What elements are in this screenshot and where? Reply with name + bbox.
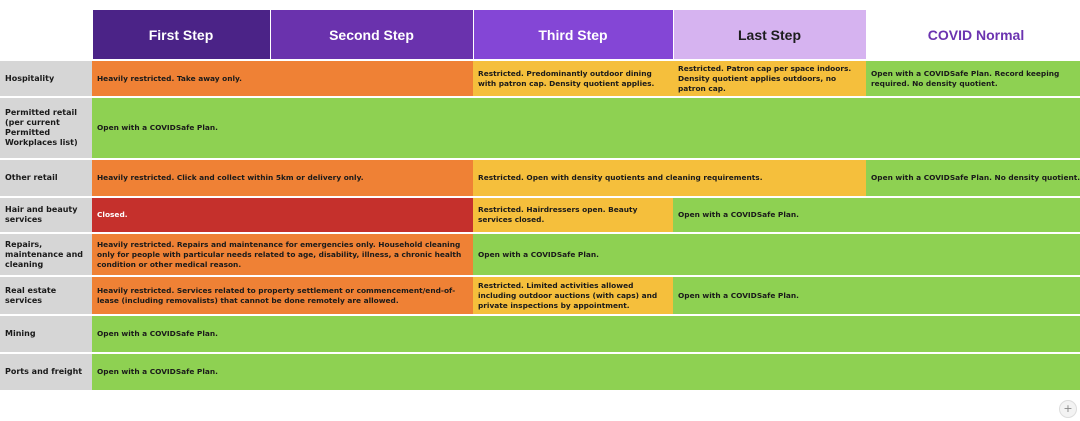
header-second-step: Second Step (270, 10, 474, 61)
header-first-step: First Step (92, 10, 271, 61)
row-label: Ports and freight (0, 353, 92, 392)
status-cell: Restricted. Hairdressers open. Beauty se… (473, 197, 673, 234)
status-cell: Open with a COVIDSafe Plan. (92, 97, 1080, 160)
header-covid-normal: COVID Normal (866, 10, 1080, 61)
header-row: First Step Second Step Third Step Last S… (0, 10, 1080, 61)
row-label: Permitted retail (per current Permitted … (0, 97, 92, 160)
row-label: Other retail (0, 159, 92, 198)
status-cell: Closed. (92, 197, 473, 234)
status-cell: Open with a COVIDSafe Plan. (673, 197, 1080, 234)
status-cell: Restricted. Limited activities allowed i… (473, 276, 673, 316)
row-label: Repairs, maintenance and cleaning (0, 233, 92, 277)
row-label: Hospitality (0, 60, 92, 98)
status-cell: Open with a COVIDSafe Plan. (673, 276, 1080, 316)
status-cell: Restricted. Predominantly outdoor dining… (473, 60, 673, 98)
status-cell: Heavily restricted. Repairs and maintena… (92, 233, 473, 277)
status-cell: Heavily restricted. Take away only. (92, 60, 473, 98)
row-label: Real estate services (0, 276, 92, 316)
status-cell: Open with a COVIDSafe Plan. Record keepi… (866, 60, 1080, 98)
status-cell: Open with a COVIDSafe Plan. (92, 353, 1080, 392)
status-cell: Open with a COVIDSafe Plan. No density q… (866, 159, 1080, 198)
table-row: Permitted retail (per current Permitted … (0, 97, 1080, 160)
header-last-step: Last Step (673, 10, 867, 61)
status-cell: Open with a COVIDSafe Plan. (473, 233, 1080, 277)
plus-icon[interactable]: + (1059, 400, 1077, 418)
header-corner (0, 10, 93, 61)
roadmap-table: First Step Second Step Third Step Last S… (0, 10, 1080, 392)
header-third-step: Third Step (473, 10, 674, 61)
status-cell: Open with a COVIDSafe Plan. (92, 315, 1080, 354)
status-cell: Heavily restricted. Click and collect wi… (92, 159, 473, 198)
row-label: Hair and beauty services (0, 197, 92, 234)
row-label: Mining (0, 315, 92, 354)
status-cell: Restricted. Patron cap per space indoors… (673, 60, 866, 98)
status-cell: Restricted. Open with density quotients … (473, 159, 866, 198)
status-cell: Heavily restricted. Services related to … (92, 276, 473, 316)
